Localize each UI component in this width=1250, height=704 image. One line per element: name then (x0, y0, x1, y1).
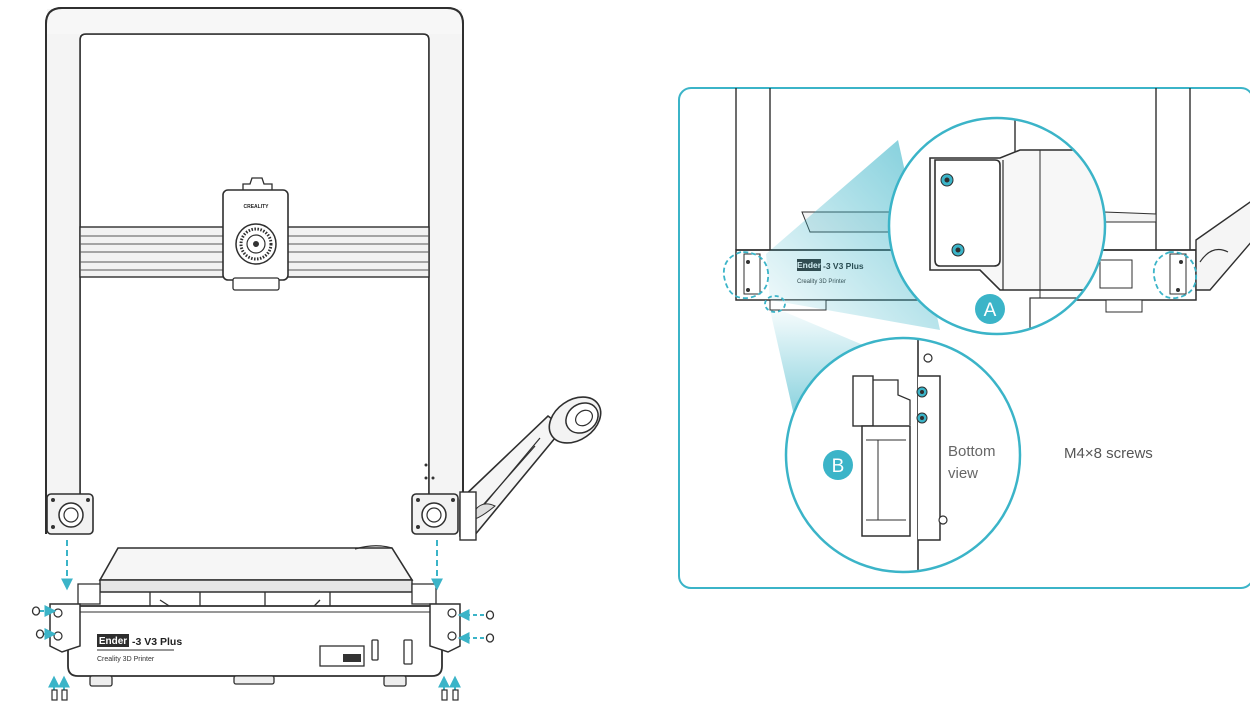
side-screw-arrows-left (31, 605, 57, 640)
zoom-cone-b (770, 310, 875, 420)
model-subtitle: Creality 3D Printer (97, 656, 155, 663)
screw-spec-label: M4×8 screws (1064, 445, 1153, 462)
frame-foot-right (411, 493, 459, 535)
bottom-view-caption-line1: Bottom (948, 443, 996, 460)
toolhead-brand: CREALITY (244, 204, 270, 210)
bottom-view-caption-line2: view (948, 465, 978, 482)
frame-foot-left (46, 493, 94, 535)
printer-base: Ender -3 V3 Plus Creality 3D Printer (49, 545, 461, 687)
spool-holder-arm (459, 396, 602, 541)
callout-a-marker (975, 294, 1005, 324)
callout-a-letter: A (984, 300, 997, 321)
model-suffix: -3 V3 Plus (132, 636, 182, 648)
callout-b-letter: B (832, 456, 845, 477)
bottom-screw-arrows-left (48, 675, 70, 701)
magnifier-b: B (784, 336, 1022, 574)
model-badge: Ender (99, 636, 127, 647)
toolhead: CREALITY (222, 177, 289, 291)
highlight-corner-a-left (722, 251, 770, 299)
side-screw-arrows-right (457, 609, 495, 644)
highlight-corner-a-right (1152, 251, 1198, 299)
bottom-screw-arrows-right (438, 675, 461, 701)
callout-b-marker (823, 450, 853, 480)
